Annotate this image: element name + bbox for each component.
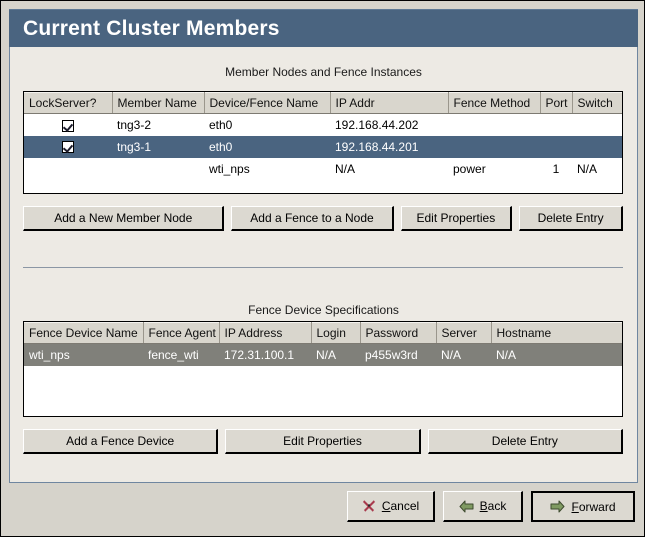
arrow-left-icon bbox=[459, 500, 474, 513]
cell-member-name: tng3-1 bbox=[112, 135, 204, 158]
table-header-row: Fence Device Name Fence Agent IP Address… bbox=[24, 322, 622, 344]
add-fence-to-node-button[interactable]: Add a Fence to a Node bbox=[231, 206, 394, 231]
back-button[interactable]: Back bbox=[443, 491, 523, 522]
lockserver-checkbox[interactable] bbox=[62, 141, 74, 154]
cell-lockserver[interactable] bbox=[24, 113, 112, 136]
cell-fence-device-name: wti_nps bbox=[24, 343, 143, 366]
cancel-button[interactable]: Cancel bbox=[347, 491, 435, 522]
delete-entry-fence-button[interactable]: Delete Entry bbox=[427, 429, 623, 454]
cancel-button-label: Cancel bbox=[381, 499, 420, 513]
column-header-fence-device-name[interactable]: Fence Device Name bbox=[24, 322, 144, 344]
cell-device-fence-name: eth0 bbox=[204, 135, 330, 158]
cell-port bbox=[540, 113, 572, 136]
edit-properties-member-button[interactable]: Edit Properties bbox=[400, 206, 513, 231]
table-row[interactable]: wti_nps fence_wti 172.31.100.1 N/A p455w… bbox=[24, 343, 622, 366]
cell-port bbox=[540, 135, 572, 158]
cell-ip-addr: 192.168.44.201 bbox=[330, 135, 448, 158]
table-row[interactable]: tng3-2 eth0 192.168.44.202 bbox=[24, 113, 622, 136]
column-header-fence-agent[interactable]: Fence Agent bbox=[143, 322, 220, 344]
column-header-member-name[interactable]: Member Name bbox=[112, 92, 205, 114]
fence-section-caption: Fence Device Specifications bbox=[248, 303, 399, 317]
cell-lockserver[interactable] bbox=[24, 135, 112, 158]
column-header-server[interactable]: Server bbox=[436, 322, 492, 344]
member-nodes-table[interactable]: LockServer? Member Name Device/Fence Nam… bbox=[23, 91, 623, 194]
cell-ip-addr: N/A bbox=[330, 157, 448, 180]
cell-switch bbox=[572, 113, 622, 136]
table-row[interactable]: tng3-1 eth0 192.168.44.201 bbox=[24, 135, 622, 158]
page-title: Current Cluster Members bbox=[23, 16, 280, 40]
lockserver-checkbox[interactable] bbox=[62, 119, 74, 132]
column-header-ip-addr[interactable]: IP Addr bbox=[330, 92, 449, 114]
fence-devices-button-row: Add a Fence Device Edit Properties Delet… bbox=[23, 429, 623, 454]
fence-devices-table[interactable]: Fence Device Name Fence Agent IP Address… bbox=[23, 321, 623, 417]
cell-hostname: N/A bbox=[491, 343, 622, 366]
column-header-hostname[interactable]: Hostname bbox=[491, 322, 622, 344]
cell-login: N/A bbox=[311, 343, 360, 366]
add-new-member-node-button[interactable]: Add a New Member Node bbox=[23, 206, 225, 231]
forward-button-label: Forward bbox=[571, 499, 616, 514]
column-header-ip-address[interactable]: IP Address bbox=[219, 322, 312, 344]
cell-server: N/A bbox=[436, 343, 491, 366]
back-button-label: Back bbox=[479, 499, 507, 513]
column-header-lockserver[interactable]: LockServer? bbox=[24, 92, 113, 114]
cell-member-name: tng3-2 bbox=[112, 113, 204, 136]
cell-password: p455w3rd bbox=[360, 343, 436, 366]
cancel-x-icon bbox=[362, 499, 376, 513]
cell-member-name bbox=[112, 157, 204, 180]
add-fence-device-button[interactable]: Add a Fence Device bbox=[23, 429, 219, 454]
window-titlebar: Current Cluster Members bbox=[9, 9, 638, 47]
cell-lockserver[interactable] bbox=[24, 157, 112, 180]
content-panel: Member Nodes and Fence Instances LockSer… bbox=[9, 47, 638, 483]
cell-ip-addr: 192.168.44.202 bbox=[330, 113, 448, 136]
cell-fence-method bbox=[448, 113, 540, 136]
table-row[interactable]: wti_nps N/A power 1 N/A bbox=[24, 157, 622, 180]
cell-fence-agent: fence_wti bbox=[143, 343, 219, 366]
edit-properties-fence-button[interactable]: Edit Properties bbox=[225, 429, 421, 454]
cell-fence-method bbox=[448, 135, 540, 158]
delete-entry-member-button[interactable]: Delete Entry bbox=[519, 206, 623, 231]
member-nodes-button-row: Add a New Member Node Add a Fence to a N… bbox=[23, 206, 623, 231]
arrow-right-icon bbox=[550, 500, 565, 513]
column-header-login[interactable]: Login bbox=[311, 322, 361, 344]
column-header-port[interactable]: Port bbox=[540, 92, 573, 114]
section-divider bbox=[23, 267, 623, 268]
column-header-fence-method[interactable]: Fence Method bbox=[448, 92, 541, 114]
cell-switch bbox=[572, 135, 622, 158]
cell-device-fence-name: eth0 bbox=[204, 113, 330, 136]
cell-ip-address: 172.31.100.1 bbox=[219, 343, 311, 366]
column-header-switch[interactable]: Switch bbox=[572, 92, 622, 114]
cell-device-fence-name: wti_nps bbox=[204, 157, 330, 180]
dialog-footer: Cancel Back Forward bbox=[1, 483, 644, 536]
members-section-caption: Member Nodes and Fence Instances bbox=[225, 65, 422, 79]
column-header-password[interactable]: Password bbox=[360, 322, 437, 344]
table-header-row: LockServer? Member Name Device/Fence Nam… bbox=[24, 92, 622, 114]
cell-port: 1 bbox=[540, 157, 572, 180]
cell-fence-method: power bbox=[448, 157, 540, 180]
column-header-device-fence-name[interactable]: Device/Fence Name bbox=[204, 92, 331, 114]
cell-switch: N/A bbox=[572, 157, 622, 180]
forward-button[interactable]: Forward bbox=[534, 494, 632, 519]
forward-button-focus-ring[interactable]: Forward bbox=[531, 491, 635, 522]
